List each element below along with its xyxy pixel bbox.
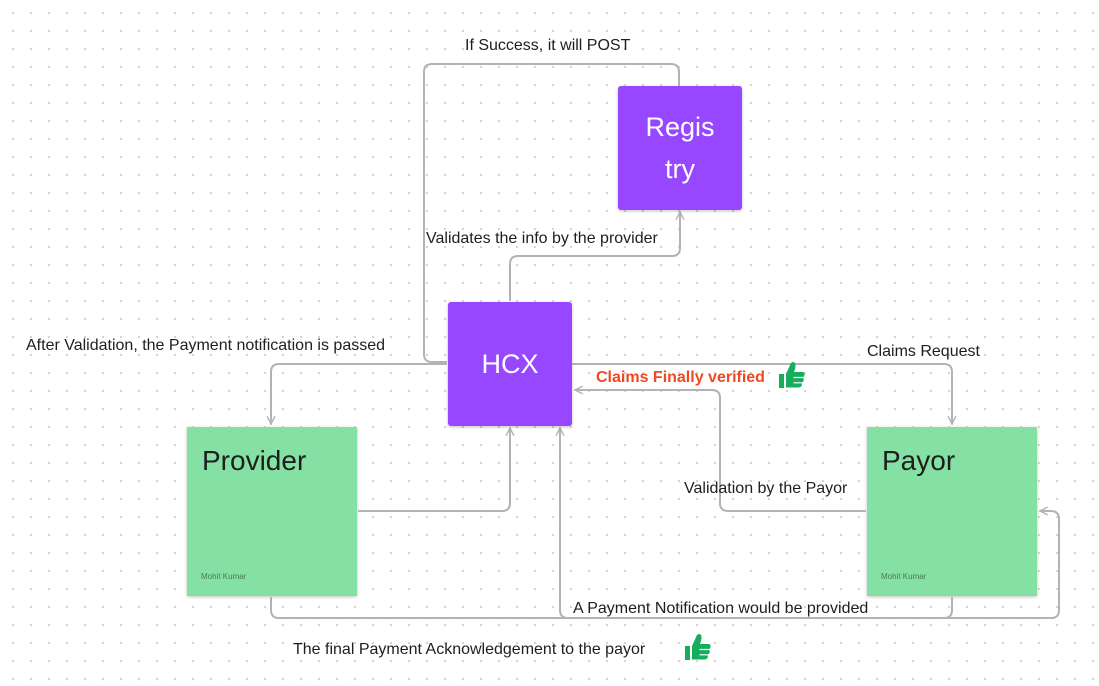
registry-label-line1: Regis — [645, 112, 715, 142]
label-payment-notification: A Payment Notification would be provided — [573, 600, 869, 617]
provider-node[interactable]: Provider Mohit Kumar — [187, 427, 357, 596]
edge-validates[interactable] — [509, 211, 685, 301]
payor-author: Mohit Kumar — [881, 572, 927, 581]
provider-title: Provider — [202, 445, 307, 476]
payor-title: Payor — [882, 445, 956, 476]
label-after-validation: After Validation, the Payment notificati… — [26, 337, 386, 354]
claims-verified-annotation: Claims Finally verified — [596, 369, 765, 386]
payor-node[interactable]: Payor Mohit Kumar — [867, 427, 1037, 596]
hcx-label: HCX — [481, 348, 539, 379]
registry-node[interactable]: Regis try — [618, 86, 742, 210]
edge-after-validation[interactable] — [266, 363, 447, 425]
label-validates: Validates the info by the provider — [426, 230, 658, 247]
edge-claims-request[interactable] — [572, 363, 957, 425]
edge-if-success[interactable] — [423, 63, 680, 363]
edge-final-ack[interactable] — [270, 506, 1060, 619]
edge-provider-to-hcx[interactable] — [358, 427, 515, 512]
provider-author: Mohit Kumar — [201, 572, 247, 581]
label-claims-request: Claims Request — [867, 343, 980, 360]
edge-validation-by-payor[interactable] — [574, 385, 866, 512]
label-if-success: If Success, it will POST — [465, 37, 631, 54]
registry-label-line2: try — [665, 154, 695, 184]
thumbs-up-icon — [685, 634, 711, 660]
label-final-ack: The final Payment Acknowledgement to the… — [293, 641, 646, 658]
registry-label: Regis try — [645, 106, 714, 190]
hcx-node[interactable]: HCX — [448, 302, 572, 426]
thumbs-up-icon — [779, 362, 805, 388]
label-validation-by-payor: Validation by the Payor — [684, 480, 848, 497]
